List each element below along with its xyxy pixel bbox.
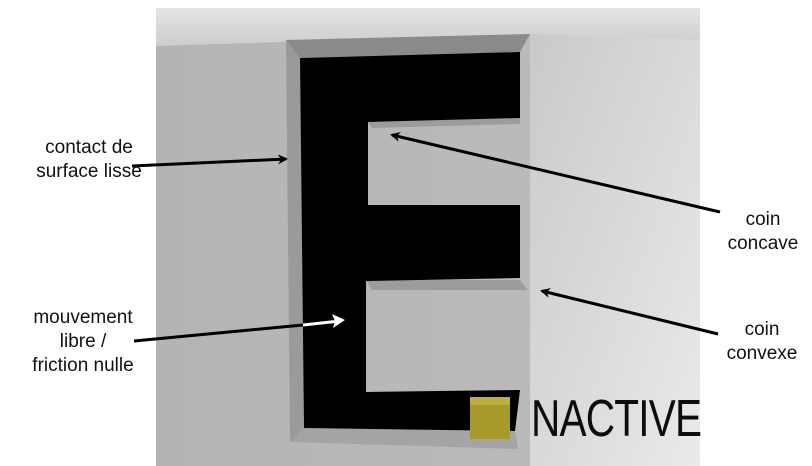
label-line: libre / (59, 331, 107, 352)
arrow-convex-corner (540, 288, 719, 336)
arrow-smooth-contact (131, 154, 288, 168)
label-concave-corner: coin concave (718, 208, 808, 256)
label-line: coin (744, 319, 780, 340)
arrow-concave-corner (390, 131, 721, 214)
label-line: mouvement (33, 307, 133, 328)
label-line: coin (745, 209, 781, 230)
label-line: friction nulle (32, 355, 134, 376)
label-convex-corner: coin convexe (712, 318, 812, 366)
cube (470, 397, 510, 439)
label-line: surface lisse (36, 161, 142, 182)
e-shape-track (300, 52, 520, 431)
label-line: contact de (45, 137, 133, 158)
brand-text: NACTIVE (531, 390, 702, 448)
arrow-free-movement (133, 314, 345, 343)
e-shape-walls (286, 34, 530, 449)
label-smooth-contact: contact de surface lisse (14, 136, 164, 184)
label-line: concave (727, 233, 799, 254)
label-line: convexe (726, 343, 798, 364)
label-free-movement: mouvement libre / friction nulle (8, 306, 158, 378)
